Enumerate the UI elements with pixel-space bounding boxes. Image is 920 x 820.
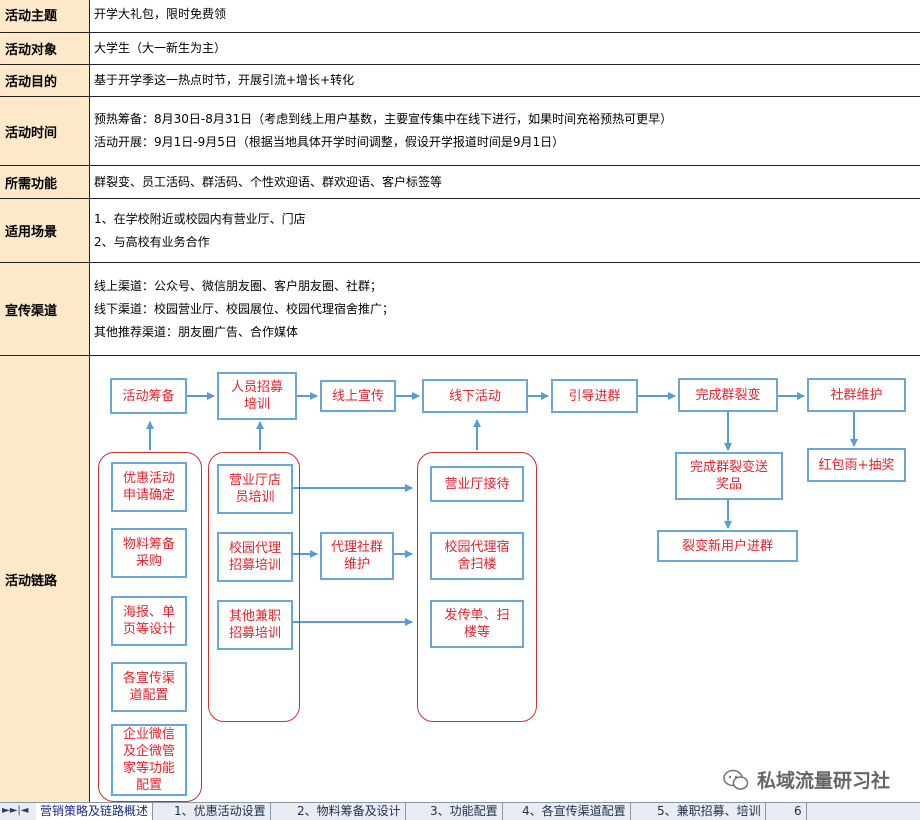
row-header[interactable]: 活动时间 [0, 97, 90, 165]
row-header[interactable]: 适用场景 [0, 199, 90, 262]
row-value[interactable]: 预热筹备：8月30日-8月31日（考虑到线上用户基数，主要宣传集中在线下进行，如… [94, 112, 673, 149]
tab-strategy[interactable]: 营销策略及链路概述 [36, 803, 154, 820]
wechat-icon [723, 769, 749, 790]
row-time: 活动时间 预热筹备：8月30日-8月31日（考虑到线上用户基数，主要宣传集中在线… [0, 97, 920, 166]
tab-discount[interactable]: 1、优惠活动设置 [170, 803, 271, 820]
recruit-item[interactable]: 校园代理 招募培训 [217, 532, 293, 582]
tab-channels[interactable]: 4、各宣传渠道配置 [518, 803, 631, 820]
row-goal: 活动目的 基于开学季这一热点时节，开展引流+增长+转化 [0, 65, 920, 97]
prep-item[interactable]: 各宣传渠 道配置 [111, 662, 187, 712]
row-header[interactable]: 宣传渠道 [0, 263, 90, 355]
agent-community-box[interactable]: 代理社群 维护 [320, 532, 394, 580]
flow-diagram: 活动筹备 人员招募 培训 线上宣传 线下活动 引导进群 完成群裂变 社群维护 优… [90, 356, 920, 802]
flow-step-offline[interactable]: 线下活动 [422, 379, 528, 413]
tab-recruitment[interactable]: 5、兼职招募、培训 [653, 803, 766, 820]
group-recruit [208, 452, 300, 722]
tab-6[interactable]: 6 [790, 803, 807, 820]
row-value[interactable]: 群裂变、员工活码、群活码、个性欢迎语、群欢迎语、客户标签等 [94, 174, 443, 189]
offline-item[interactable]: 发传单、扫 楼等 [430, 600, 524, 648]
tab-features[interactable]: 3、功能配置 [426, 803, 503, 820]
watermark-text: 私域流量研习社 [756, 770, 890, 792]
prep-item[interactable]: 海报、单 页等设计 [111, 596, 187, 646]
row-value[interactable]: 线上渠道：公众号、微信朋友圈、客户朋友圈、社群；线下渠道：校园营业厅、校园展位、… [94, 278, 395, 339]
flow-step-online[interactable]: 线上宣传 [320, 380, 396, 412]
spreadsheet: 活动主题 开学大礼包，限时免费领 活动对象 大学生（大一新生为主） 活动目的 基… [0, 0, 920, 802]
sheet-tab-bar: ►►|◄ 营销策略及链路概述 1、优惠活动设置 2、物料筹备及设计 3、功能配置… [0, 802, 920, 820]
row-header[interactable]: 活动链路 [0, 356, 90, 802]
recruit-item[interactable]: 营业厅店 员培训 [217, 464, 293, 514]
row-value[interactable]: 大学生（大一新生为主） [94, 41, 227, 55]
row-channels: 宣传渠道 线上渠道：公众号、微信朋友圈、客户朋友圈、社群；线下渠道：校园营业厅、… [0, 263, 920, 356]
row-value[interactable]: 开学大礼包，限时免费领 [94, 7, 227, 21]
red-packet-box[interactable]: 红包雨+抽奖 [807, 448, 906, 482]
row-flow: 活动链路 [0, 356, 920, 802]
row-features: 所需功能 群裂变、员工活码、群活码、个性欢迎语、群欢迎语、客户标签等 [0, 166, 920, 199]
row-header[interactable]: 所需功能 [0, 166, 90, 198]
tab-materials[interactable]: 2、物料筹备及设计 [293, 803, 406, 820]
recruit-item[interactable]: 其他兼职 招募培训 [217, 600, 293, 650]
offline-item[interactable]: 校园代理宿 舍扫楼 [430, 532, 524, 580]
tab-scroll-arrows-icon[interactable]: ►►|◄ [2, 805, 29, 816]
flow-step-prep[interactable]: 活动筹备 [110, 378, 187, 414]
flow-step-join-group[interactable]: 引导进群 [551, 379, 638, 413]
flow-step-fission[interactable]: 完成群裂变 [678, 378, 778, 412]
row-header[interactable]: 活动对象 [0, 33, 90, 64]
fission-new-user-box[interactable]: 裂变新用户进群 [657, 530, 798, 562]
watermark: 私域流量研习社 [723, 766, 890, 793]
row-header[interactable]: 活动目的 [0, 65, 90, 96]
prep-item[interactable]: 企业微信 及企微管 家等功能 配置 [111, 724, 187, 796]
offline-item[interactable]: 营业厅接待 [430, 466, 524, 502]
group-offline [417, 452, 537, 722]
row-theme: 活动主题 开学大礼包，限时免费领 [0, 0, 920, 33]
row-value[interactable]: 基于开学季这一热点时节，开展引流+增长+转化 [94, 73, 355, 87]
prep-item[interactable]: 物料筹备 采购 [111, 528, 187, 578]
flow-step-community[interactable]: 社群维护 [807, 378, 906, 412]
prep-item[interactable]: 优惠活动 申请确定 [111, 462, 187, 512]
group-prep [98, 452, 202, 802]
row-header[interactable]: 活动主题 [0, 0, 90, 32]
row-audience: 活动对象 大学生（大一新生为主） [0, 33, 920, 65]
flow-step-recruit[interactable]: 人员招募 培训 [217, 372, 297, 420]
fission-reward-box[interactable]: 完成群裂变送 奖品 [675, 452, 783, 500]
